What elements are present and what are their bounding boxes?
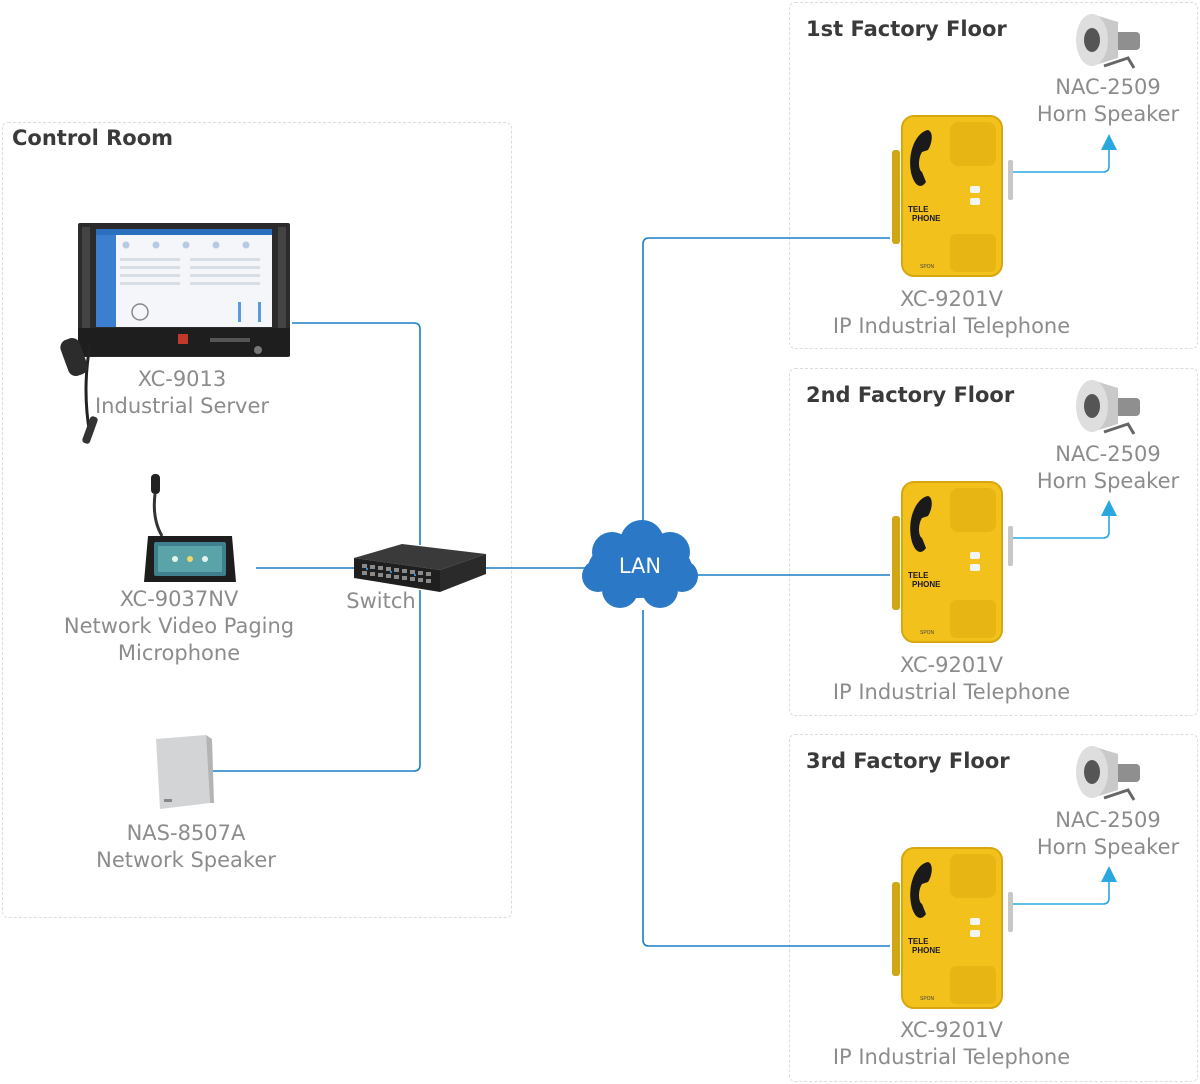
control-room-zone	[2, 122, 512, 918]
floor1-phone-panel-line1: TELE	[908, 205, 929, 214]
server-label: XC-9013 Industrial Server	[60, 366, 304, 420]
control-room-title: Control Room	[12, 126, 174, 150]
floor2-horn-speaker-icon	[1076, 380, 1140, 435]
arrow-floor2-horn	[1012, 500, 1117, 539]
floor1-phone-panel-line2: PHONE	[912, 214, 941, 223]
floor3-horn-label: NAC-2509 Horn Speaker	[1030, 807, 1186, 861]
floor2-telephone-icon: TELE PHONE SPON	[892, 481, 1013, 643]
floor2-phone-brand: SPON	[920, 630, 935, 636]
floor3-title: 3rd Factory Floor	[806, 749, 1010, 773]
floor1-zone	[789, 2, 1198, 349]
floor1-telephone-label: XC-9201V IP Industrial Telephone	[810, 286, 1093, 340]
mic-name-line2: Microphone	[117, 641, 241, 665]
arrow-floor1-horn	[1012, 134, 1117, 173]
floor3-telephone-name: IP Industrial Telephone	[832, 1045, 1071, 1069]
floor2-telephone-model: XC-9201V	[900, 653, 1003, 677]
floor1-horn-speaker-icon	[1076, 14, 1140, 69]
floor2-telephone-label: XC-9201V IP Industrial Telephone	[810, 652, 1093, 706]
industrial-server-rack-icon	[60, 223, 290, 444]
wire-speaker-switch	[212, 590, 421, 772]
floor3-telephone-icon: TELE PHONE SPON	[892, 847, 1013, 1009]
network-speaker-icon	[156, 735, 214, 809]
floor3-zone	[789, 734, 1198, 1082]
floor2-horn-label: NAC-2509 Horn Speaker	[1030, 441, 1186, 495]
paging-microphone-icon	[144, 474, 236, 582]
floor1-horn-label: NAC-2509 Horn Speaker	[1030, 74, 1186, 128]
network-speaker-name: Network Speaker	[96, 848, 276, 872]
network-speaker-model: NAS-8507A	[126, 821, 246, 845]
floor1-horn-model: NAC-2509	[1055, 75, 1161, 99]
floor3-horn-name: Horn Speaker	[1036, 835, 1180, 859]
network-speaker-label: NAS-8507A Network Speaker	[86, 820, 286, 874]
server-name: Industrial Server	[94, 394, 270, 418]
floor3-phone-brand: SPON	[920, 996, 935, 1002]
lan-cloud-icon	[582, 520, 698, 608]
wire-lan-floor1	[642, 237, 890, 530]
floor2-zone	[789, 368, 1198, 716]
network-switch-icon	[354, 544, 486, 592]
floor2-title: 2nd Factory Floor	[806, 383, 1015, 407]
floor3-phone-panel-line1: TELE	[908, 937, 929, 946]
mic-label: XC-9037NV Network Video Paging Microphon…	[48, 586, 310, 667]
floor2-horn-model: NAC-2509	[1055, 442, 1161, 466]
floor3-telephone-model: XC-9201V	[900, 1018, 1003, 1042]
switch-label: Switch	[346, 589, 416, 613]
floor1-telephone-name: IP Industrial Telephone	[832, 314, 1071, 338]
floor3-horn-model: NAC-2509	[1055, 808, 1161, 832]
floor3-telephone-label: XC-9201V IP Industrial Telephone	[810, 1017, 1093, 1071]
arrow-floor3-horn	[1012, 866, 1117, 905]
floor3-horn-speaker-icon	[1076, 746, 1140, 801]
lan-label: LAN	[618, 554, 662, 578]
floor1-phone-brand: SPON	[920, 264, 935, 270]
floor1-telephone-icon: TELE PHONE SPON	[892, 115, 1013, 277]
mic-name-line1: Network Video Paging	[63, 614, 295, 638]
floor1-title: 1st Factory Floor	[806, 17, 1007, 41]
floor2-telephone-name: IP Industrial Telephone	[832, 680, 1071, 704]
floor2-phone-panel-line2: PHONE	[912, 580, 941, 589]
floor2-phone-panel-line1: TELE	[908, 571, 929, 580]
floor2-horn-name: Horn Speaker	[1036, 469, 1180, 493]
floor3-phone-panel-line2: PHONE	[912, 946, 941, 955]
floor1-telephone-model: XC-9201V	[900, 287, 1003, 311]
wire-server-switch	[292, 322, 421, 545]
floor1-horn-name: Horn Speaker	[1036, 102, 1180, 126]
wire-lan-floor3	[642, 610, 890, 947]
server-model: XC-9013	[137, 367, 227, 391]
mic-model: XC-9037NV	[119, 587, 239, 611]
